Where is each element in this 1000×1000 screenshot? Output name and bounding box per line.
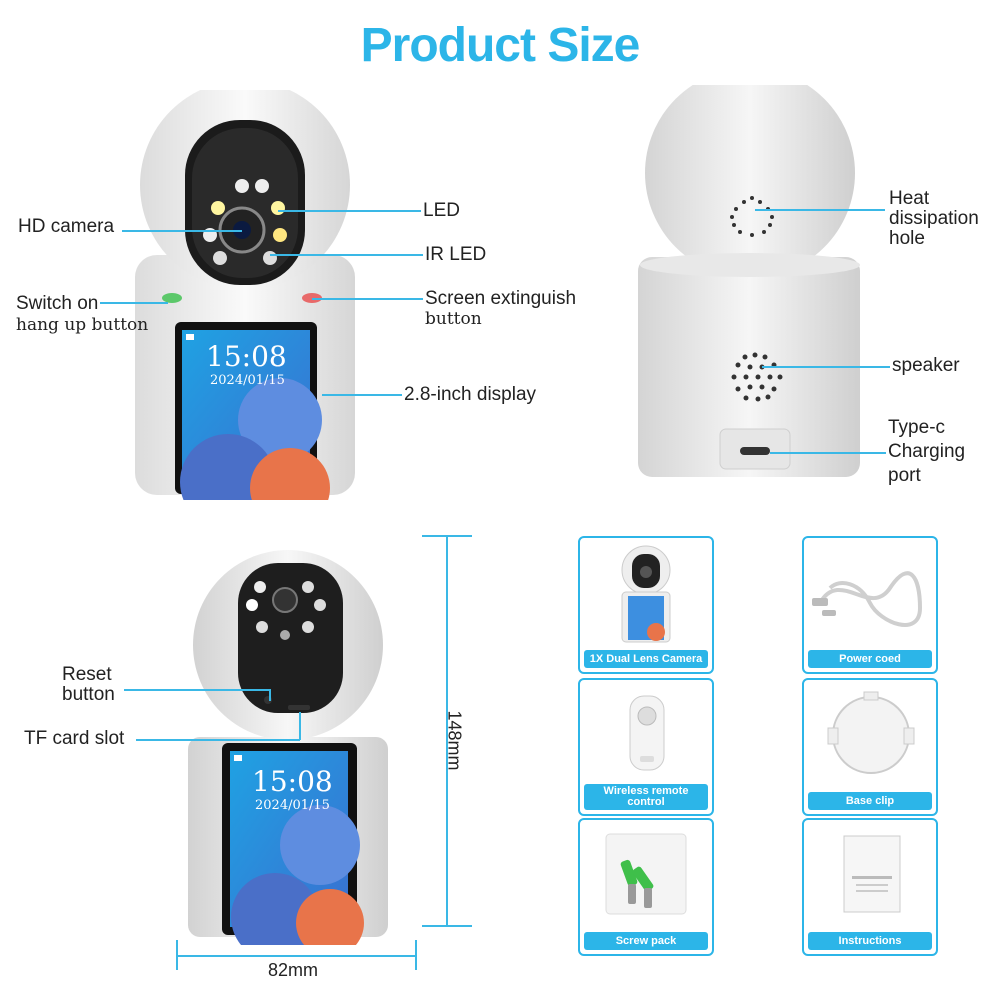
package-item-base-clip: Base clip (802, 678, 938, 816)
package-caption: 1X Dual Lens Camera (584, 650, 708, 668)
height-dimension-line (446, 535, 448, 925)
typec-label-3: port (888, 465, 921, 486)
display-label: 2.8-inch display (404, 384, 537, 405)
heat-label-1: Heat (889, 188, 930, 209)
ir-led-leader (270, 254, 423, 256)
page-title: Product Size (360, 19, 641, 72)
package-item-instructions: Instructions (802, 818, 938, 956)
heat-leader (755, 209, 885, 211)
package-item-camera: 1X Dual Lens Camera (578, 536, 714, 674)
height-cap-bottom (422, 925, 472, 927)
package-caption: Base clip (808, 792, 932, 810)
tf-leader (136, 739, 300, 741)
switch-leader (100, 302, 168, 304)
package-caption: Power coed (808, 650, 932, 668)
hd-camera-label: HD camera (18, 216, 115, 237)
back-camera-illustration (630, 68, 870, 485)
led-leader (278, 210, 421, 212)
package-item-power-cord: Power coed (802, 536, 938, 674)
width-dimension-line (176, 955, 416, 957)
reset-label-1: Reset (62, 664, 112, 685)
height-value: 148mm (444, 710, 465, 771)
height-cap-top (422, 535, 472, 537)
screen-extinguish-leader (312, 298, 423, 300)
side-screen-date: 2024/01/15 (255, 798, 330, 813)
width-cap-left (176, 940, 178, 970)
screen-extinguish-label: Screen extinguish (425, 288, 577, 309)
reset-leader-v (269, 689, 271, 701)
tf-card-label: TF card slot (24, 728, 125, 749)
width-value: 82mm (268, 960, 319, 980)
speaker-label: speaker (892, 355, 960, 376)
package-item-screw-pack: Screw pack (578, 818, 714, 956)
package-caption: Wireless remote control (584, 784, 708, 810)
heat-label-3: hole (889, 228, 925, 249)
reset-leader (124, 689, 270, 691)
side-screen-time: 15:08 (252, 765, 333, 798)
display-leader (322, 394, 402, 396)
package-caption: Instructions (808, 932, 932, 950)
side-camera-illustration (180, 545, 400, 961)
speaker-leader (762, 366, 890, 368)
typec-label-2: Charging (888, 441, 966, 462)
width-cap-right (415, 940, 417, 970)
package-caption: Screw pack (584, 932, 708, 950)
tf-leader-v (299, 712, 301, 740)
ir-led-label: IR LED (425, 244, 487, 265)
switch-on-label: Switch on (16, 293, 99, 314)
led-label: LED (423, 200, 460, 221)
package-item-remote: Wireless remote control (578, 678, 714, 816)
front-camera-illustration (130, 80, 360, 530)
typec-leader (770, 452, 886, 454)
front-screen-time: 15:08 (206, 340, 287, 373)
screen-extinguish-label-2: button (425, 309, 482, 329)
heat-label-2: dissipation (889, 208, 979, 229)
hang-up-label: hang up button (16, 315, 149, 335)
reset-label-2: button (62, 684, 115, 705)
typec-label-1: Type-c (888, 417, 946, 438)
front-screen-date: 2024/01/15 (210, 373, 285, 388)
hd-camera-leader (122, 230, 242, 232)
